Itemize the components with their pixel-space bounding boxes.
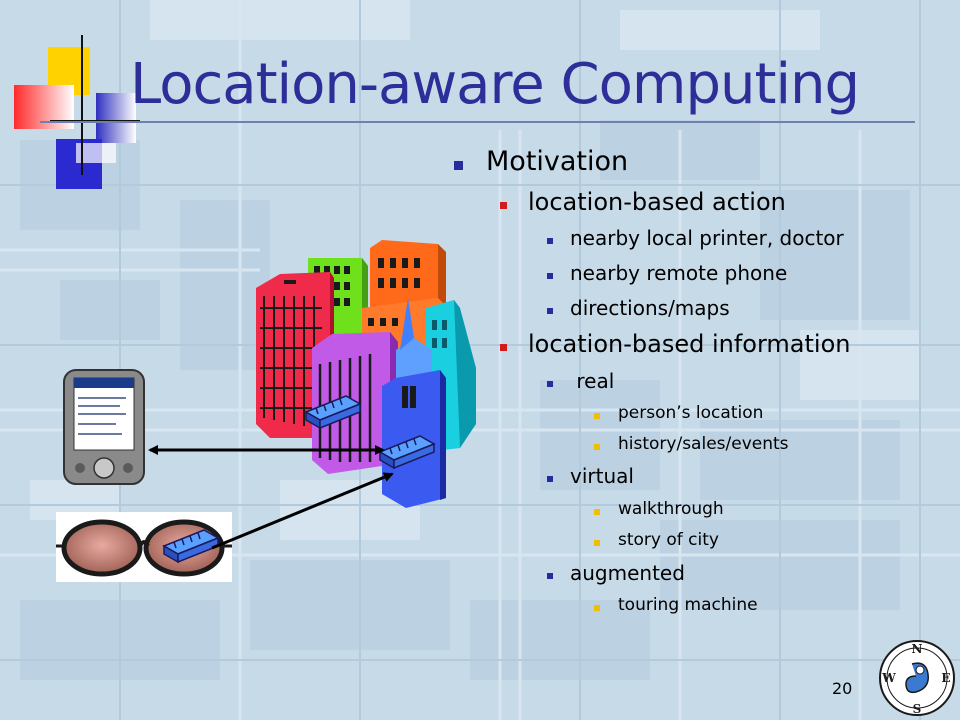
bullet-text: Motivation — [486, 146, 629, 177]
bullet-text: history/sales/events — [618, 434, 789, 454]
bullet-item: directions/maps — [547, 296, 730, 320]
bullet-text: location-based action — [528, 188, 786, 216]
bullet-text: person’s location — [618, 403, 764, 423]
bullet-marker — [547, 238, 553, 244]
bullet-marker — [547, 273, 553, 279]
bullet-marker — [454, 161, 463, 170]
bullet-item: nearby remote phone — [547, 261, 788, 285]
svg-text:N: N — [912, 642, 923, 656]
bullet-item: augmented — [547, 561, 685, 585]
svg-text:E: E — [941, 671, 950, 685]
bullet-item: location-based information — [500, 330, 851, 358]
bullet-marker — [594, 444, 600, 450]
glasses-link-arrow — [211, 472, 394, 550]
bullet-marker — [547, 476, 553, 482]
bullet-marker — [500, 344, 507, 351]
bullet-text: nearby remote phone — [570, 261, 788, 285]
bullet-item: virtual — [547, 464, 634, 488]
bullet-marker — [594, 605, 600, 611]
bullet-text: real — [570, 369, 615, 393]
pda-device-icon — [63, 369, 145, 485]
bullet-marker — [547, 573, 553, 579]
bullet-marker — [547, 381, 553, 387]
bullet-item: walkthrough — [594, 499, 724, 519]
bullet-text: location-based information — [528, 330, 851, 358]
bullet-text: touring machine — [618, 595, 758, 615]
city-buildings-icon — [256, 240, 476, 508]
bullet-item: real — [547, 369, 615, 393]
bullet-text: nearby local printer, doctor — [570, 226, 844, 250]
slide-title: Location-aware Computing — [130, 52, 860, 117]
bullet-marker — [594, 540, 600, 546]
bullet-marker — [500, 202, 507, 209]
title-underline — [40, 121, 915, 123]
bullet-text: virtual — [570, 464, 634, 488]
bullet-marker — [594, 413, 600, 419]
bullet-item: nearby local printer, doctor — [547, 226, 844, 250]
bullet-item: history/sales/events — [594, 434, 789, 454]
decorative-squares-icon — [14, 35, 140, 189]
bullet-item: location-based action — [500, 188, 786, 216]
bullet-text: directions/maps — [570, 296, 730, 320]
bullet-marker — [547, 308, 553, 314]
bullet-marker — [594, 509, 600, 515]
svg-text:W: W — [881, 671, 896, 685]
bullet-item: Motivation — [454, 146, 629, 177]
bullet-item: story of city — [594, 530, 719, 550]
compass-logo-icon: N E S W — [879, 640, 955, 716]
bullet-text: walkthrough — [618, 499, 724, 519]
network-chip-icon — [378, 435, 436, 470]
bullet-item: touring machine — [594, 595, 758, 615]
network-chip-icon — [304, 395, 362, 430]
svg-text:S: S — [913, 702, 922, 716]
bullet-item: person’s location — [594, 403, 764, 423]
page-number: 20 — [832, 679, 853, 698]
bullet-text: augmented — [570, 561, 685, 585]
bullet-text: story of city — [618, 530, 719, 550]
